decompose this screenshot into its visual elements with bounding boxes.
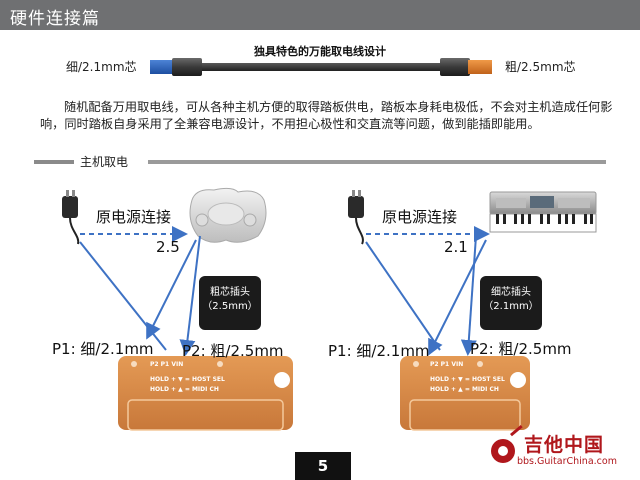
right-p2-label: P2: 粗/2.5mm: [470, 340, 572, 358]
header-bar: [0, 0, 640, 30]
cable-right-plug: [440, 58, 470, 76]
right-arrow-p2: [460, 235, 477, 356]
left-arrow-p2: [179, 235, 201, 356]
section-divider-right: [148, 160, 606, 164]
watermark-text: 吉他中国: [524, 434, 605, 456]
cable-right-tip: [468, 60, 492, 74]
right-callout: 细芯插头 （2.1mm）: [480, 276, 542, 330]
right-circuit-board: [400, 356, 530, 431]
left-board-line2: HOLD + ▲ = MIDI CH: [150, 386, 219, 393]
cable-title: 独具特色的万能取电线设计: [254, 45, 386, 58]
left-p1-label: P1: 细/2.1mm: [52, 340, 154, 358]
right-p1-label: P1: 细/2.1mm: [328, 342, 430, 360]
section-label: 主机取电: [80, 155, 129, 169]
left-size-label: 2.5: [156, 238, 180, 256]
description-text: 随机配备万用取电线，可从各种主机方便的取得踏板供电，踏板本身耗电极低，不会对主机…: [40, 100, 613, 131]
left-circuit-board: [118, 356, 293, 431]
left-pedal-icon: [189, 187, 267, 243]
left-callout-line1: 粗芯插头: [210, 287, 250, 298]
right-source-label: 原电源连接: [382, 208, 458, 226]
cable-left-label: 细/2.1mm芯: [66, 60, 137, 74]
right-arrow-p1: [365, 241, 441, 351]
right-board-top-labels: P2 P1 VIN: [430, 361, 464, 368]
left-arrow-to-p1: [146, 239, 197, 340]
page-number: 5: [295, 452, 351, 480]
left-p2-label: P2: 粗/2.5mm: [182, 342, 284, 360]
right-arrow-to-p1: [428, 239, 487, 356]
cable-left-plug: [172, 58, 202, 76]
page-title: 硬件连接篇: [10, 9, 100, 29]
left-callout-line2: （2.5mm）: [202, 301, 258, 312]
cable-right-label: 粗/2.5mm芯: [505, 60, 576, 74]
left-board-top-labels: P2 P1 VIN: [150, 361, 184, 368]
right-size-label: 2.1: [444, 238, 468, 256]
cable-left-tip: [150, 60, 174, 74]
watermark-url: bbs.GuitarChina.com: [517, 456, 617, 467]
left-power-adapter-icon: [62, 190, 80, 245]
right-keyboard-icon: [489, 191, 597, 233]
right-board-line1: HOLD + ▼ = HOST SEL: [430, 376, 505, 383]
right-callout-line2: （2.1mm）: [483, 301, 539, 312]
right-power-adapter-icon: [348, 190, 364, 245]
watermark-guitar-icon: [491, 425, 523, 463]
section-divider-left: [34, 160, 74, 164]
left-board-line1: HOLD + ▼ = HOST SEL: [150, 376, 225, 383]
left-source-label: 原电源连接: [96, 208, 172, 226]
right-board-line2: HOLD + ▲ = MIDI CH: [430, 386, 499, 393]
left-arrow-p1: [79, 241, 167, 351]
left-callout: 粗芯插头 （2.5mm）: [199, 276, 261, 330]
cable-wire: [200, 63, 445, 71]
right-callout-line1: 细芯插头: [491, 287, 531, 298]
